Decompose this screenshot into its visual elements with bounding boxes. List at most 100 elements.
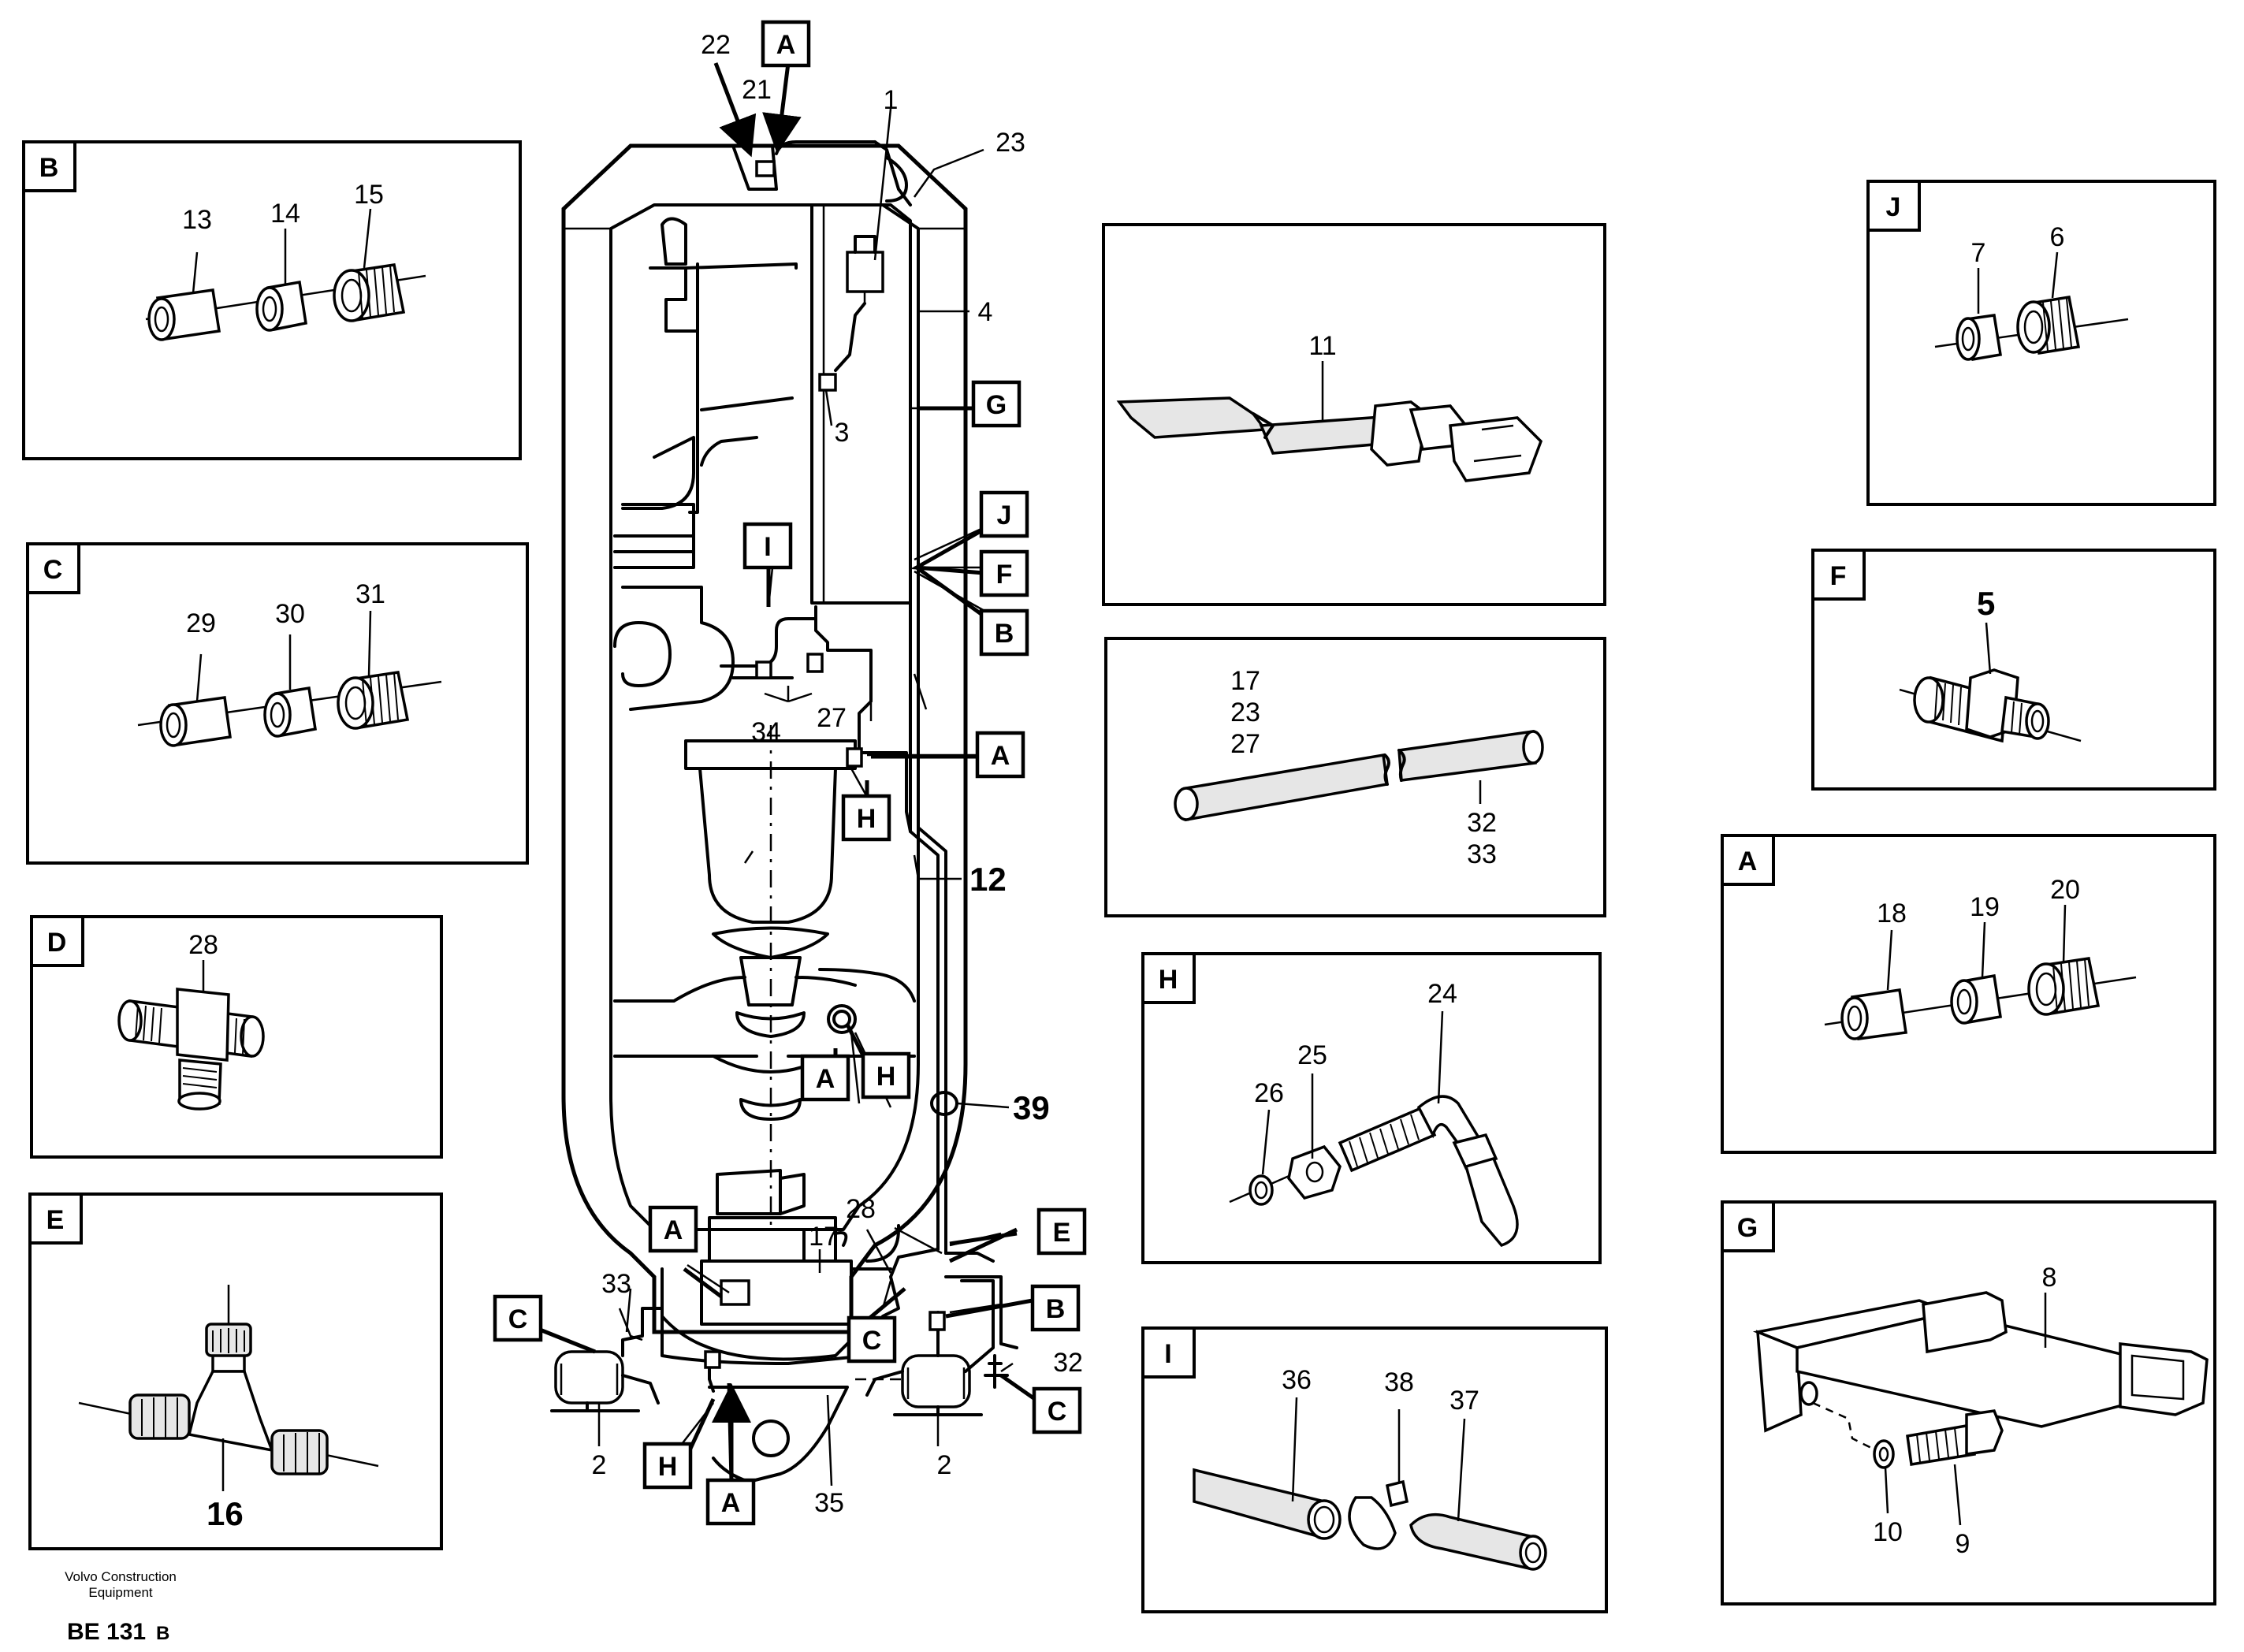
svg-text:E: E [1053, 1218, 1071, 1248]
label-3: 3 [835, 418, 850, 448]
label-12: 12 [969, 861, 1007, 898]
footer: Volvo Construction Equipment BE 131 B [65, 1569, 177, 1645]
svg-text:D: D [47, 928, 67, 958]
label-35: 35 [814, 1488, 844, 1518]
label-27: 27 [817, 703, 847, 733]
svg-text:H: H [1159, 965, 1178, 995]
tag-a-slew: A [800, 1054, 850, 1102]
tag-h-lower: H [642, 1442, 693, 1490]
label-4: 4 [978, 297, 993, 327]
svg-text:C: C [43, 555, 63, 585]
svg-text:F: F [1830, 561, 1847, 591]
label-2-right: 2 [937, 1450, 952, 1480]
svg-text:J: J [997, 500, 1012, 530]
svg-text:28: 28 [188, 930, 218, 960]
tag-c-mid: C [847, 1315, 897, 1364]
svg-text:11: 11 [1308, 331, 1336, 361]
svg-text:C: C [508, 1304, 528, 1334]
svg-text:27: 27 [1230, 729, 1260, 759]
svg-text:A: A [721, 1488, 741, 1518]
svg-text:H: H [857, 804, 876, 834]
company-name-line-2: Equipment [88, 1585, 153, 1600]
svg-text:E: E [47, 1205, 65, 1235]
label-33: 33 [601, 1269, 631, 1299]
label-22: 22 [701, 30, 731, 60]
svg-text:B: B [1046, 1294, 1066, 1324]
svg-text:24: 24 [1427, 979, 1457, 1009]
label-39: 39 [1013, 1089, 1050, 1126]
svg-text:6: 6 [2050, 222, 2065, 252]
svg-text:C: C [862, 1326, 882, 1356]
detail-panel-j: J 7 6 [1866, 180, 2216, 506]
detail-panel-g: G 8 10 9 [1721, 1200, 2216, 1605]
svg-text:20: 20 [2050, 875, 2080, 905]
tag-f: F [979, 549, 1029, 597]
svg-text:A: A [1738, 846, 1758, 876]
air-tank-left [550, 1350, 660, 1412]
svg-text:5: 5 [1977, 585, 1995, 622]
svg-text:14: 14 [270, 199, 300, 229]
detail-panel-e: E 16 [28, 1192, 443, 1550]
svg-text:26: 26 [1254, 1078, 1284, 1108]
svg-text:19: 19 [1970, 892, 2000, 922]
tag-b-lower: B [1030, 1284, 1081, 1332]
svg-text:16: 16 [207, 1495, 244, 1532]
svg-text:10: 10 [1873, 1517, 1903, 1547]
document-revision: B [156, 1623, 169, 1644]
tag-pointers [515, 62, 1042, 1483]
tag-c-right: C [1032, 1386, 1082, 1434]
svg-text:I: I [764, 532, 771, 562]
tag-c-left: C [493, 1294, 543, 1342]
svg-text:15: 15 [354, 180, 384, 210]
svg-text:I: I [1164, 1339, 1171, 1369]
detail-panel-f: F 5 [1811, 549, 2216, 791]
svg-text:23: 23 [1230, 698, 1260, 727]
label-23: 23 [995, 128, 1025, 158]
svg-text:31: 31 [355, 579, 385, 609]
tag-g: G [971, 380, 1022, 428]
tag-e: E [1036, 1207, 1087, 1256]
svg-text:G: G [1737, 1213, 1758, 1243]
tag-j: J [979, 490, 1029, 538]
detail-panel-h: H 26 25 24 [1141, 952, 1602, 1264]
svg-text:B: B [39, 153, 59, 183]
air-tank-right [865, 1354, 983, 1416]
main-machine-view: 22 21 1 23 4 3 34 27 12 39 28 17 33 32 2… [493, 20, 1087, 1526]
svg-text:7: 7 [1971, 238, 1986, 268]
svg-text:9: 9 [1956, 1529, 1970, 1559]
tag-h-slew: H [861, 1051, 911, 1099]
svg-text:25: 25 [1297, 1040, 1327, 1070]
svg-text:F: F [996, 560, 1013, 590]
main-detail-tags: A G J F B I A H A H A E B C C C H A [493, 20, 1087, 1526]
detail-panel-a: A 18 19 20 [1721, 834, 2216, 1154]
svg-text:8: 8 [2042, 1263, 2057, 1293]
svg-text:36: 36 [1282, 1365, 1312, 1395]
svg-text:H: H [658, 1452, 678, 1482]
svg-text:18: 18 [1877, 899, 1907, 928]
svg-text:13: 13 [182, 205, 212, 235]
detail-panel-hose: 17 23 27 32 33 [1104, 637, 1606, 917]
svg-text:C: C [1048, 1397, 1067, 1427]
document-code: BE 131 [67, 1619, 146, 1645]
tag-a-top: A [761, 20, 811, 68]
svg-text:A: A [816, 1064, 835, 1094]
company-name-line-1: Volvo Construction [65, 1569, 177, 1584]
tag-a-lower: A [648, 1205, 698, 1253]
tag-a-mid: A [975, 731, 1025, 779]
tag-a-bottom: A [705, 1478, 756, 1526]
air-piping [621, 140, 1018, 1393]
label-17: 17 [809, 1222, 839, 1252]
label-21: 21 [742, 75, 772, 105]
label-28: 28 [846, 1194, 876, 1224]
label-34: 34 [751, 717, 781, 747]
svg-text:32: 32 [1467, 808, 1497, 838]
tag-h-mid: H [841, 794, 891, 842]
svg-text:A: A [776, 30, 796, 60]
svg-text:A: A [664, 1215, 683, 1245]
label-2-left: 2 [592, 1450, 607, 1480]
svg-text:A: A [991, 741, 1010, 771]
label-32: 32 [1053, 1348, 1083, 1378]
svg-text:J: J [1886, 192, 1901, 222]
svg-text:37: 37 [1449, 1386, 1479, 1416]
label-1: 1 [884, 85, 899, 115]
